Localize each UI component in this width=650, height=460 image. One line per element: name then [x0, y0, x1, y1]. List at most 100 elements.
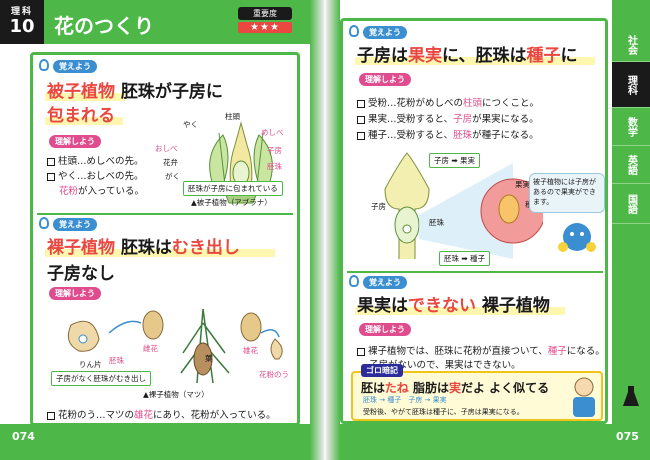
- keyword-angiosperm: 被子植物: [47, 82, 115, 102]
- ovule-drawing: [402, 224, 412, 234]
- keyword-highlight: [355, 307, 565, 315]
- list-item: 柱頭…めしべの先。: [47, 153, 144, 167]
- label-ovule: 胚珠: [267, 162, 282, 171]
- pompom-right: [586, 242, 596, 252]
- chapter-box: 理科 10: [0, 0, 44, 44]
- female-cone: [142, 310, 164, 340]
- label-ovule-to-seed: 胚珠 ➡ 種子: [439, 251, 491, 266]
- page-title: 花のつくり: [54, 14, 154, 38]
- label-pistil: めしべ: [261, 128, 284, 137]
- right-page: 覚えよう 子房は果実に、胚珠は種子に 理解しよう 受粉…花粉がめしべの柱頭につく…: [340, 0, 650, 460]
- book-gutter: [310, 0, 340, 460]
- phrase-red: むき出し: [171, 238, 240, 258]
- checkbox-icon: [47, 172, 55, 181]
- list-item: 子房がないので、果実はできない。: [369, 360, 521, 371]
- content-panel: 覚えよう 被子植物 胚珠が子房に 包まれる 理解しよう 柱頭…めしべの先。 やく…: [30, 52, 300, 426]
- page-header: 理科 10 花のつくり 重要度 ★★★: [0, 0, 310, 44]
- importance-stars: ★★★: [238, 22, 292, 33]
- list-item: 果実…受粉すると、子房が果実になる。: [357, 111, 539, 125]
- label-ovule: 胚珠: [429, 218, 444, 227]
- character-head: [574, 377, 594, 397]
- label-stamen: おしべ: [155, 144, 178, 153]
- flask-shape: [623, 386, 639, 406]
- arrow-icon: [108, 320, 142, 334]
- seed-drawing: [498, 194, 520, 224]
- list-item: 受粉…花粉がめしべの柱頭につくこと。: [357, 95, 539, 109]
- understand-badge: 理解しよう: [359, 73, 411, 86]
- remember-badge: 覚えよう: [53, 60, 97, 73]
- key-phrase: 裸子植物 胚珠はむき出し: [47, 233, 240, 258]
- diagram-callout: 子房がなく胚珠がむき出し: [51, 371, 151, 386]
- tab-english[interactable]: 英語: [612, 146, 650, 184]
- checkbox-icon: [47, 157, 55, 166]
- mnemonic-sub: 胚珠 → 種子 子房 → 果実: [363, 396, 447, 404]
- lightbulb-icon: [349, 275, 359, 287]
- label-ovary: 子房: [371, 202, 386, 211]
- label-fruit: 果実: [515, 180, 530, 189]
- mnemonic-explanation: 受粉後、やがて胚珠は種子に、子房は果実になる。: [363, 408, 524, 416]
- label-leaf: 葉: [205, 354, 213, 363]
- page-footer: 075: [340, 424, 650, 460]
- fruit-diagram: [384, 152, 543, 259]
- keyword-highlight: [45, 249, 275, 257]
- tab-math[interactable]: 数学: [612, 108, 650, 146]
- phrase-mid: 胚珠は: [120, 238, 172, 258]
- label-sepal: がく: [165, 172, 180, 181]
- subject-label: 理科: [10, 7, 33, 17]
- zoom-projection: [419, 163, 513, 259]
- page-number: 075: [616, 430, 639, 443]
- list-item: 花粉が入っている。: [59, 186, 145, 197]
- label-pollen-sac: 花粉のう: [259, 370, 289, 379]
- checkbox-icon: [47, 411, 55, 420]
- phrase-line2: 子房なし: [47, 264, 115, 284]
- lightbulb-icon: [349, 25, 359, 37]
- checkbox-icon: [357, 99, 365, 108]
- checkbox-icon: [357, 347, 365, 356]
- pine-branch: [193, 342, 213, 376]
- understand-badge: 理解しよう: [49, 287, 101, 300]
- remember-badge: 覚えよう: [53, 218, 97, 231]
- pollen-sac-drawing: [270, 338, 283, 360]
- label-female-flower: 雌花: [143, 344, 158, 353]
- list-item: 種子…受粉すると、胚珠が種子になる。: [357, 127, 539, 141]
- key-phrase: 果実はできない 裸子植物: [357, 296, 550, 316]
- remember-badge: 覚えよう: [363, 276, 407, 289]
- character-icon: [573, 377, 595, 417]
- figure-caption: ▲裸子植物（マツ）: [143, 390, 209, 399]
- note-item: 花粉のう…マツの雄花にあり、花粉が入っている。: [47, 407, 276, 421]
- left-margin: [0, 44, 24, 424]
- tab-science[interactable]: 理科: [612, 62, 650, 108]
- chapter-number: 10: [9, 16, 35, 37]
- understand-badge: 理解しよう: [49, 135, 101, 148]
- page-number: 074: [12, 430, 35, 443]
- figure-caption: ▲被子植物（アブラナ）: [191, 198, 272, 207]
- label-ovary: 子房: [267, 146, 282, 155]
- section-divider: [37, 213, 293, 215]
- mascot-eye: [570, 232, 574, 236]
- label-stigma: 柱頭: [225, 112, 240, 121]
- label-petal: 花弁: [163, 158, 178, 167]
- list-item: 裸子植物では、胚珠に花粉が直接ついて、種子になる。: [357, 343, 605, 357]
- character-body: [573, 397, 595, 417]
- phrase-part2: 包まれる: [47, 106, 115, 126]
- label-scale: りん片: [79, 360, 102, 369]
- keyword-highlight: [355, 57, 595, 65]
- page-footer: 074: [0, 424, 310, 460]
- remember-badge: 覚えよう: [363, 26, 407, 39]
- label-male-flower: 雄花: [243, 346, 258, 355]
- mnemonic-label: ゴロ暗記: [361, 364, 403, 377]
- label-ovule: 胚珠: [109, 356, 124, 365]
- tab-social[interactable]: 社会: [612, 28, 650, 62]
- speech-bubble: 被子植物には子房があるので果実ができます。: [529, 173, 605, 213]
- keyword-gymnosperm: 裸子植物: [47, 238, 115, 258]
- importance-label: 重要度: [238, 7, 292, 20]
- checkbox-icon: [357, 131, 365, 140]
- subject-tabs: 社会 理科 数学 英語 国語: [612, 0, 650, 424]
- lightbulb-icon: [39, 59, 49, 71]
- pine-diagram: [67, 308, 283, 384]
- lightbulb-icon: [39, 217, 49, 229]
- tab-japanese[interactable]: 国語: [612, 184, 650, 224]
- stamen-right: [256, 132, 264, 186]
- label-anther: やく: [183, 120, 198, 129]
